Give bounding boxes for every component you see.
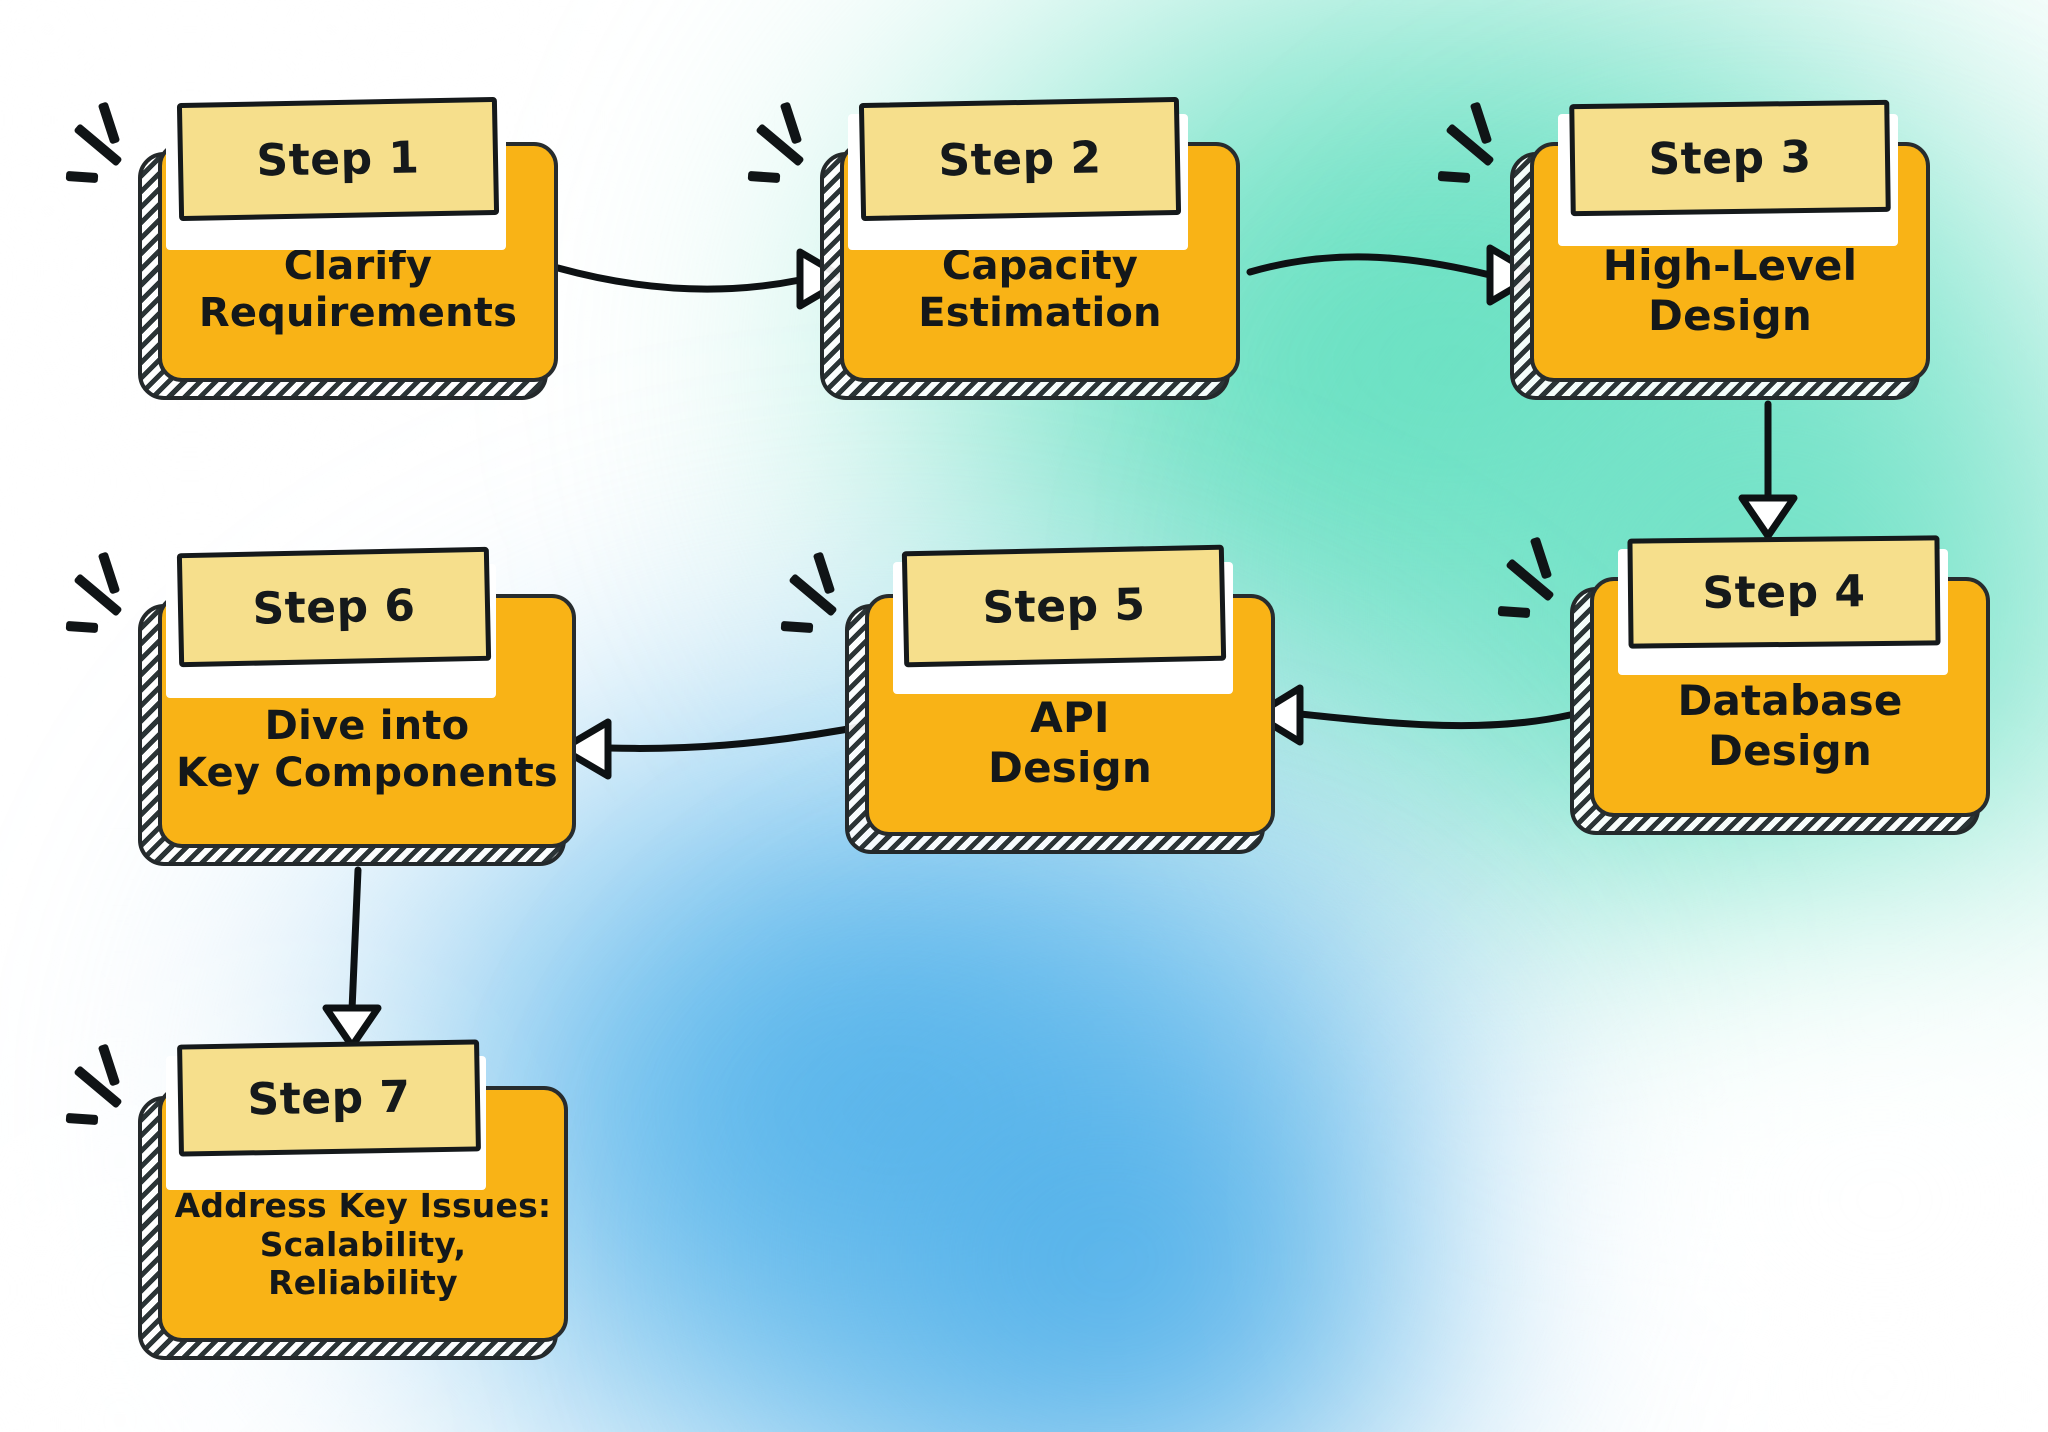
node-step6-tab[interactable]: Step 6 [176,546,492,668]
node-step3[interactable]: High-Level Design Step 3 [1437,99,1940,400]
node-step2-text: Capacity Estimation [918,242,1162,336]
edge-step4-step5 [1296,710,1574,730]
node-step5-text: API Design [988,693,1152,792]
node-step7-tab[interactable]: Step 7 [177,1039,481,1157]
edge-step6-step7 [348,866,362,1014]
node-step7-text: Address Key Issues: Scalability, Reliabi… [174,1185,552,1303]
node-step3-tab-label: Step 3 [1648,131,1812,185]
arrowhead-step4-step5 [1252,684,1304,746]
node-step2-tab[interactable]: Step 2 [858,96,1182,222]
node-step1[interactable]: Clarify Requirements Step 1 [65,96,568,400]
node-step4-text: Database Design [1677,676,1903,775]
node-step6-text: Dive into Key Components [176,702,558,796]
edge-step1-step2 [554,264,804,293]
node-step5[interactable]: API Design Step 5 [780,544,1295,858]
node-step4-tab-label: Step 4 [1702,565,1866,619]
node-step1-text: Clarify Requirements [198,242,518,336]
node-step4[interactable]: Database Design Step 4 [1497,535,2000,835]
node-step6-tab-label: Step 6 [251,579,417,635]
node-step1-tab-label: Step 1 [256,131,420,187]
node-step3-tab[interactable]: Step 3 [1569,99,1891,217]
node-step7[interactable]: Address Key Issues: Scalability, Reliabi… [65,1039,588,1360]
node-step4-tab[interactable]: Step 4 [1627,535,1941,649]
edge-step5-step6 [604,721,874,752]
node-step5-tab[interactable]: Step 5 [901,544,1227,668]
node-step3-text: High-Level Design [1602,241,1858,340]
node-step1-tab[interactable]: Step 1 [176,96,500,222]
node-step7-tab-label: Step 7 [247,1071,411,1125]
node-step2-tab-label: Step 2 [938,131,1102,187]
node-step6[interactable]: Dive into Key Components Step 6 [65,546,588,868]
node-step2[interactable]: Capacity Estimation Step 2 [747,96,1250,400]
arrowhead-step6-step7 [322,1004,382,1050]
arrowhead-step3-step4 [1738,494,1798,540]
node-step5-tab-label: Step 5 [981,578,1147,634]
edge-step2-step3 [1246,253,1494,279]
arrowhead-step5-step6 [558,718,612,780]
